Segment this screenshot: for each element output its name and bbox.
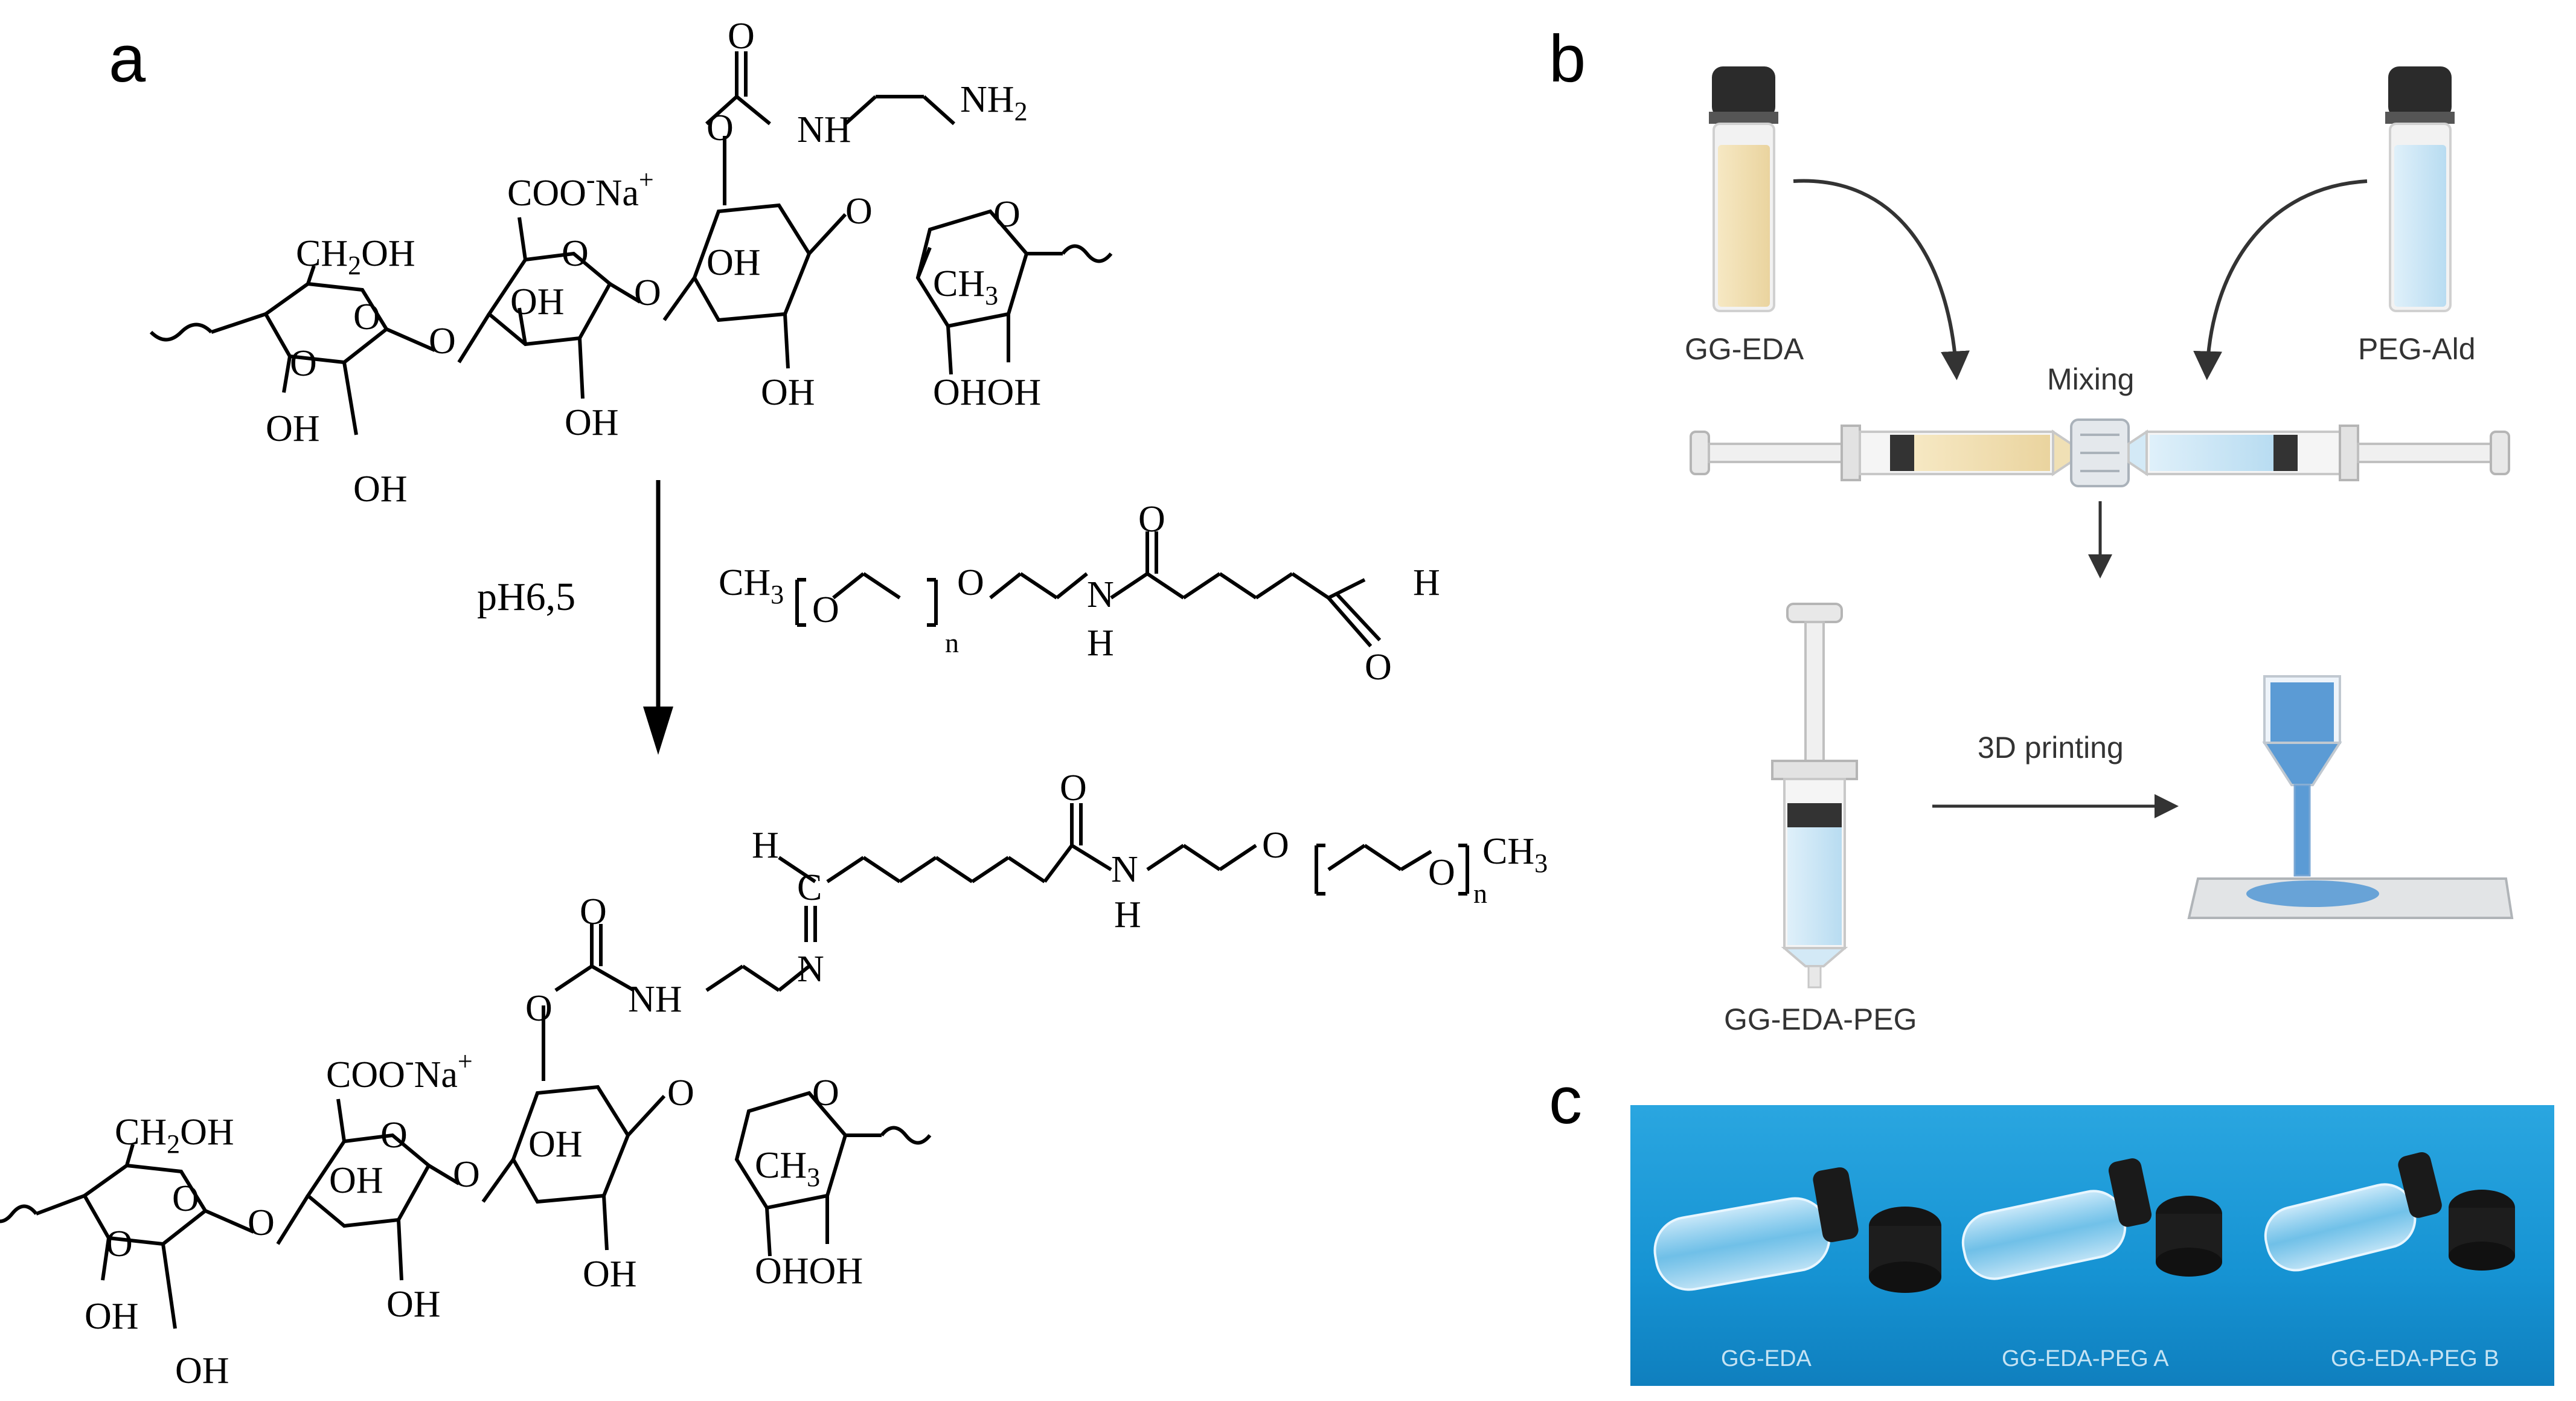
- label-o-carbonyl2: O: [580, 891, 607, 932]
- vial-peg-ald: PEG-Ald: [2358, 66, 2476, 366]
- label-o-ring1-2: O: [172, 1178, 199, 1219]
- label-ohoh-2: OHOH: [755, 1251, 863, 1292]
- label-nh-2: NH: [628, 979, 682, 1020]
- syringe-label: GG-EDA-PEG: [1724, 1002, 1917, 1036]
- mixing-label: Mixing: [2047, 362, 2134, 396]
- arrow-right-to-mixer: [2193, 179, 2368, 380]
- label-o-ring2-2: O: [380, 1115, 408, 1156]
- label-o-carbamate2: O: [525, 988, 553, 1029]
- label-n-amide2: N: [1111, 849, 1138, 890]
- label-o-peg1: O: [812, 589, 839, 630]
- label-oh-2: OH: [353, 469, 408, 510]
- label-o-ring1b-2: O: [106, 1223, 133, 1265]
- arrow-left-to-mixer: [1793, 179, 1970, 380]
- label-o-ring1b: O: [290, 343, 317, 384]
- panel-label-a: a: [109, 22, 146, 96]
- label-ch2oh-2: CH2OH: [115, 1112, 234, 1159]
- label-o-amide2: O: [1060, 768, 1087, 809]
- peg-aldehyde-structure: [795, 531, 1382, 647]
- label-o-ring2: O: [562, 233, 589, 274]
- label-oh-5: OH: [706, 242, 761, 283]
- panel-label-b: b: [1549, 22, 1586, 96]
- panel-label-c: c: [1549, 1063, 1582, 1138]
- label-o-link1-2: O: [248, 1202, 275, 1243]
- label-o-link2-2: O: [453, 1154, 480, 1195]
- label-o-link3-2: O: [667, 1072, 694, 1114]
- label-h-ald: H: [1413, 562, 1440, 603]
- photo-vial-3: [2264, 1152, 2515, 1272]
- gg-eda-structure: [149, 51, 1113, 435]
- reaction-condition: pH6,5: [477, 575, 575, 619]
- label-coo-na: COO-Na+: [507, 165, 654, 214]
- label-n-peg: n: [945, 627, 959, 658]
- label-o-peg3: O: [1262, 825, 1289, 866]
- label-oh-6: OH: [761, 372, 815, 413]
- photo-label-3: GG-EDA-PEG B: [2331, 1346, 2499, 1371]
- label-ch3-2: CH3: [755, 1145, 820, 1192]
- label-o-link3: O: [845, 191, 873, 232]
- label-ch2oh: CH2OH: [296, 233, 415, 280]
- label-oh-p3: OH: [329, 1160, 383, 1201]
- label-o-ald: O: [1365, 647, 1392, 688]
- label-o-link1: O: [429, 321, 456, 362]
- label-oh-1: OH: [266, 408, 320, 449]
- label-o-ring1: O: [353, 297, 380, 338]
- label-n-amide: N: [1087, 574, 1114, 615]
- label-oh-p4: OH: [386, 1284, 441, 1325]
- label-oh-p2: OH: [175, 1350, 229, 1391]
- label-oh-4: OH: [565, 402, 619, 443]
- label-oh-p5: OH: [528, 1124, 583, 1165]
- label-h-amide: H: [1087, 623, 1114, 664]
- syringe-gg-eda-peg: GG-EDA-PEG: [1724, 603, 1917, 1036]
- printer-nozzle: [2187, 675, 2514, 919]
- photo-vial-1: [1653, 1167, 1941, 1293]
- vial-gg-eda: GG-EDA: [1685, 66, 1804, 366]
- label-o-carbamate: O: [706, 107, 734, 149]
- photo-vial-2: [1961, 1158, 2222, 1280]
- label-o-carbonyl: O: [728, 16, 755, 57]
- label-o-ring4-2: O: [812, 1072, 839, 1114]
- panel-b-workflow: GG-EDA PEG-Ald Mixing: [1685, 66, 2514, 1036]
- panel-c-photo: GG-EDA GG-EDA-PEG A GG-EDA-PEG B: [1630, 1105, 2554, 1386]
- label-oh-3: OH: [510, 281, 565, 322]
- label-o-link2: O: [634, 272, 661, 313]
- panel-a-labels: O O NH NH2 COO-Na+ CH2OH O O O OH OH O O…: [85, 16, 1548, 1391]
- photo-label-1: GG-EDA: [1721, 1346, 1812, 1371]
- label-oh-p6: OH: [583, 1254, 637, 1295]
- label-c-imine: C: [797, 867, 822, 908]
- gg-eda-peg-structure: [0, 803, 1469, 1329]
- label-n-imine: N: [797, 949, 824, 990]
- vial-peg-ald-label: PEG-Ald: [2358, 332, 2476, 366]
- vial-gg-eda-label: GG-EDA: [1685, 332, 1804, 366]
- dual-syringe-mixer: [1690, 418, 2510, 487]
- label-nh2: NH2: [960, 79, 1028, 126]
- label-h-amide2: H: [1114, 894, 1141, 935]
- label-ch3-peg: CH3: [719, 562, 784, 609]
- label-h-imine: H: [752, 825, 779, 866]
- label-ch3-peg2: CH3: [1482, 831, 1548, 878]
- photo-label-2: GG-EDA-PEG A: [2002, 1346, 2169, 1371]
- printing-label: 3D printing: [1978, 731, 2124, 765]
- label-nh: NH: [797, 109, 851, 150]
- label-o-peg4: O: [1428, 852, 1455, 893]
- label-n-peg2: n: [1473, 878, 1487, 909]
- label-o-ring4: O: [993, 194, 1020, 235]
- label-ch3: CH3: [933, 263, 998, 310]
- panel-a-chemistry: [0, 51, 1469, 1329]
- label-coo-na-2: COO-Na+: [326, 1047, 473, 1095]
- label-oh-p1: OH: [85, 1296, 139, 1337]
- label-o-peg2: O: [957, 562, 984, 603]
- label-ohoh: OHOH: [933, 372, 1041, 413]
- label-o-amide: O: [1138, 499, 1165, 540]
